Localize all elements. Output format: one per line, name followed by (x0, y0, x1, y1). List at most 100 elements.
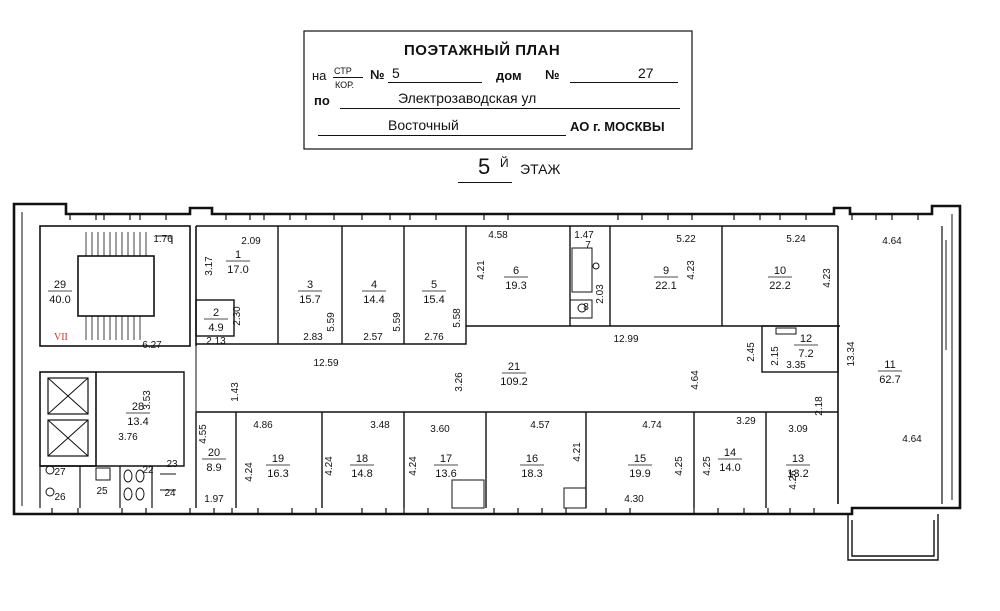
room-labels: 117.024.9315.7414.4515.4619.378922.11022… (48, 240, 902, 503)
dimension-label: 2.03 (595, 284, 606, 304)
dimension-label: 5.58 (452, 308, 463, 328)
room-number-9: 9 (663, 265, 669, 277)
dimension-label: 4.23 (686, 260, 697, 280)
room-area-1: 17.0 (227, 264, 248, 276)
dimension-label: 3.35 (786, 360, 806, 371)
room-number-11: 11 (884, 359, 895, 371)
dimension-label: 4.86 (253, 420, 273, 431)
room-number-3: 3 (307, 279, 313, 291)
dimension-label: 12.59 (313, 358, 338, 369)
dimension-label: 2.83 (303, 332, 323, 343)
dimension-label: 2.18 (814, 396, 825, 416)
room-area-21: 109.2 (500, 376, 528, 388)
dimension-label: 4.57 (530, 420, 550, 431)
room-area-9: 22.1 (655, 280, 676, 292)
room-number-10: 10 (774, 265, 786, 277)
room-number-29: 29 (54, 279, 66, 291)
dimension-label: 13.34 (846, 341, 857, 366)
room-number-25: 25 (96, 486, 108, 497)
dimension-label: 4.21 (476, 260, 487, 280)
building-number: 5 (392, 65, 400, 81)
dimension-label: 1.76 (153, 234, 173, 245)
room-number-2: 2 (213, 307, 219, 319)
dimension-label: 4.74 (642, 420, 662, 431)
room-area-19: 16.3 (267, 468, 288, 480)
dimension-label: 3.17 (204, 256, 215, 276)
room-number-28: 28 (132, 401, 144, 413)
room-area-4: 14.4 (363, 294, 384, 306)
room-number-19: 19 (272, 453, 284, 465)
dimension-label: 4.24 (324, 456, 335, 476)
dimension-label: 4.64 (690, 370, 701, 390)
room-area-28: 13.4 (127, 416, 148, 428)
dimension-label: 3.60 (430, 424, 450, 435)
dimension-label: 1.47 (574, 230, 594, 241)
dimension-label: 1.97 (204, 494, 224, 505)
room-area-2: 4.9 (208, 322, 223, 334)
dimension-label: 4.30 (624, 494, 644, 505)
room-number-23: 23 (166, 459, 178, 470)
room-number-13: 13 (792, 453, 804, 465)
dimension-label: 3.26 (454, 372, 465, 392)
room-area-14: 14.0 (719, 462, 740, 474)
district-underline (318, 135, 566, 136)
dimension-label: 4.26 (788, 470, 799, 490)
floor-number: 5 (478, 154, 491, 179)
room-number-4: 4 (371, 279, 377, 291)
room-number-27: 27 (54, 467, 66, 478)
room-area-5: 15.4 (423, 294, 444, 306)
str-label: СТР (334, 66, 352, 76)
dimension-label: 2.57 (363, 332, 383, 343)
dom-label: дом (496, 68, 522, 83)
dimension-label: 4.23 (822, 268, 833, 288)
room-number-1: 1 (235, 249, 241, 261)
dimension-label: 3.53 (142, 390, 153, 410)
dimension-label: 4.55 (198, 424, 209, 444)
dimension-label: 3.48 (370, 420, 390, 431)
room-number-17: 17 (440, 453, 452, 465)
room-number-18: 18 (356, 453, 368, 465)
dimension-label: 3.09 (788, 424, 808, 435)
room-number-5: 5 (431, 279, 437, 291)
dimension-label: 2.15 (770, 346, 781, 366)
dimension-label: 5.22 (676, 234, 696, 245)
room-number-16: 16 (526, 453, 538, 465)
room-area-18: 14.8 (351, 468, 372, 480)
dimension-label: 2.13 (206, 336, 226, 347)
dimension-label: 3.29 (736, 416, 756, 427)
floor-word: ЭТАЖ (520, 161, 561, 177)
dimension-label: 4.24 (244, 462, 255, 482)
room-area-6: 19.3 (505, 280, 526, 292)
dimension-label: 3.76 (118, 432, 138, 443)
room-area-29: 40.0 (49, 294, 70, 306)
floor-suffix: Й (500, 156, 509, 170)
room-number-7: 7 (585, 240, 591, 251)
room-area-13: 13.2 (787, 468, 808, 480)
room-area-3: 15.7 (299, 294, 320, 306)
room-number-6: 6 (513, 265, 519, 277)
dimension-label: 4.25 (674, 456, 685, 476)
dimension-label: 4.21 (572, 442, 583, 462)
dimension-label: 4.25 (702, 456, 713, 476)
plan-title: ПОЭТАЖНЫЙ ПЛАН (404, 42, 561, 59)
dimension-label: 6.27 (142, 340, 162, 351)
dimension-label: 2.09 (241, 236, 261, 247)
district-name: Восточный (388, 117, 459, 133)
dom-num-sign: № (545, 67, 560, 82)
dimension-label: 1.43 (230, 382, 241, 402)
dimension-label: 2.45 (746, 342, 757, 362)
street-underline (340, 108, 680, 109)
room-area-16: 18.3 (521, 468, 542, 480)
dimension-label: 2.30 (232, 306, 243, 326)
dimension-label: 5.24 (786, 234, 806, 245)
dimension-label: 5.59 (392, 312, 403, 332)
room-area-20: 8.9 (206, 462, 221, 474)
room-number-21: 21 (508, 361, 520, 373)
room-number-12: 12 (800, 333, 812, 345)
room-number-8: 8 (583, 302, 589, 313)
room-area-15: 19.9 (629, 468, 650, 480)
room-number-26: 26 (54, 492, 66, 503)
